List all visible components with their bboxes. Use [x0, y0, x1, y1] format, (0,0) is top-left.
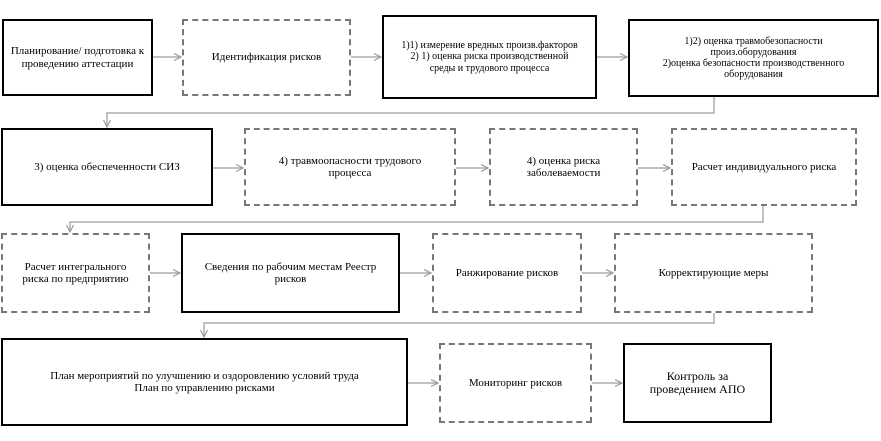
box-corrective-measures: Корректирующие меры [614, 233, 813, 313]
connector-corrective-to-plan [204, 313, 715, 337]
box-risk-monitoring: Мониторинг рисков [439, 343, 592, 423]
box-improvement-plan: План мероприятий по улучшению и оздоровл… [1, 338, 408, 426]
box-individual-risk: Расчет индивидуального риска [671, 128, 857, 206]
box-ppe-assessment: 3) оценка обеспеченности СИЗ [1, 128, 213, 206]
box-integral-risk: Расчет интегрального риска по предприяти… [1, 233, 150, 313]
connector-individual-to-integral [70, 206, 764, 232]
box-workplace-risk-registry: Сведения по рабочим местам Реестр рисков [181, 233, 400, 313]
connector-equipment-to-ppe [107, 97, 715, 127]
box-equipment-safety: 1)2) оценка травмобезопасности произ.обо… [628, 19, 879, 97]
box-planning: Планирование/ подготовка к проведению ат… [2, 19, 153, 96]
box-risk-ranking: Ранжирование рисков [432, 233, 582, 313]
box-morbidity-risk: 4) оценка риска заболеваемости [489, 128, 638, 206]
box-risk-identification: Идентификация рисков [182, 19, 351, 96]
box-work-process-trauma: 4) травмоопасности трудового процесса [244, 128, 456, 206]
box-harmful-factors-measurement: 1)1) измерение вредных произв.факторов 2… [382, 15, 597, 99]
box-apo-control: Контроль за проведением АПО [623, 343, 772, 423]
